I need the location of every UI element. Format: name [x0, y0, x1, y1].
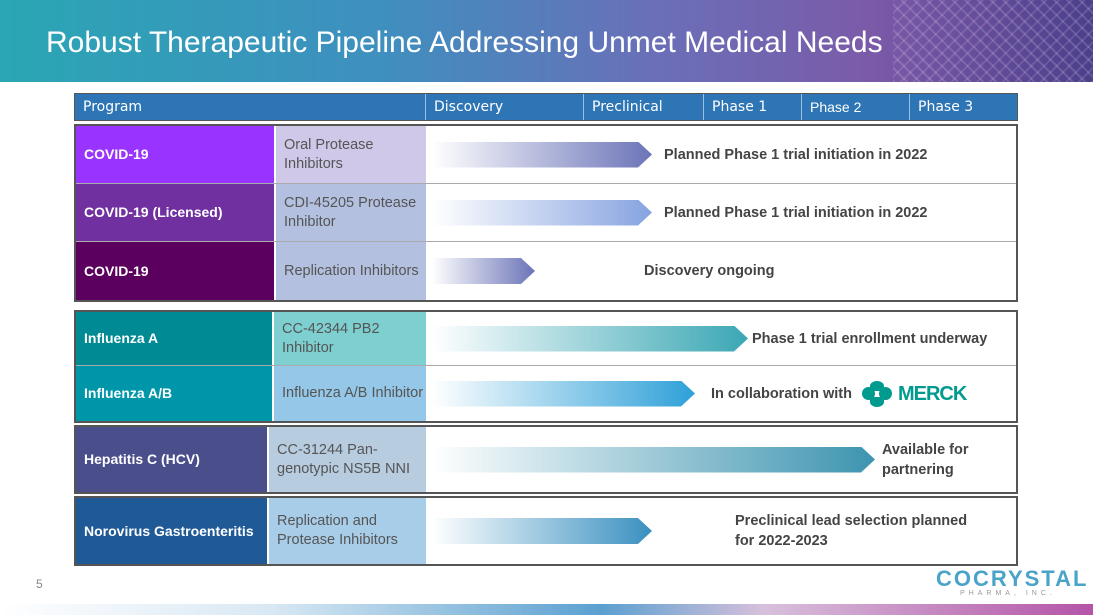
footer-bar — [0, 604, 1093, 615]
pipeline-row: Norovirus Gastroenteritis Replication an… — [76, 498, 1016, 564]
candidate-name: CDI-45205 Protease Inhibitor — [274, 184, 426, 241]
stage-progress-arrow — [432, 447, 875, 473]
status-text: Phase 1 trial enrollment underway — [752, 330, 988, 347]
header-banner — [0, 0, 1093, 82]
status-note: Planned Phase 1 trial initiation in 2022 — [664, 203, 928, 223]
status-text: Discovery ongoing — [644, 263, 775, 279]
status-text: Planned Phase 1 trial initiation in 2022 — [664, 204, 928, 221]
pipeline-row: Influenza A CC-42344 PB2 Inhibitor Phase… — [76, 312, 1016, 366]
candidate-name: Replication Inhibitors — [274, 242, 426, 300]
pipeline-row: COVID-19 (Licensed) CDI-45205 Protease I… — [76, 184, 1016, 242]
program-name: COVID-19 (Licensed) — [76, 184, 274, 241]
program-group: COVID-19 Oral Protease Inhibitors Planne… — [74, 124, 1018, 302]
program-name: Influenza A/B — [76, 366, 272, 421]
status-note: Available for partnering — [882, 440, 1002, 480]
candidate-name: Oral Protease Inhibitors — [274, 126, 426, 183]
stage-progress-arrow — [432, 381, 695, 407]
status-text: Planned Phase 1 trial initiation in 2022 — [664, 146, 928, 163]
program-name: Influenza A — [76, 312, 272, 365]
candidate-name: CC-42344 PB2 Inhibitor — [272, 312, 426, 365]
candidate-name: Influenza A/B Inhibitor — [272, 366, 426, 421]
status-text: Available for partnering — [882, 441, 969, 478]
status-text: In collaboration with — [711, 385, 852, 402]
pipeline-row: COVID-19 Replication Inhibitors Discover… — [76, 242, 1016, 300]
page-title: Robust Therapeutic Pipeline Addressing U… — [46, 26, 883, 59]
program-group: Norovirus Gastroenteritis Replication an… — [74, 496, 1018, 566]
stage-progress-arrow — [432, 142, 652, 168]
col-discovery: Discovery — [425, 94, 583, 120]
status-note: Phase 1 trial enrollment underway — [752, 329, 987, 349]
status-text: Preclinical lead selection planned for 2… — [735, 513, 968, 549]
cocrystal-logo: COCRYSTAL — [936, 566, 1089, 591]
page-number: 5 — [36, 577, 43, 591]
program-name: COVID-19 — [76, 126, 274, 183]
candidate-name: Replication and Protease Inhibitors — [267, 498, 426, 564]
merck-icon — [861, 380, 892, 407]
status-note: Discovery ongoing — [644, 261, 775, 281]
stage-progress-arrow — [432, 326, 748, 352]
candidate-name: CC-31244 Pan-genotypic NS5B NNI — [267, 427, 426, 492]
col-phase2: Phase 2 — [801, 94, 909, 120]
table-header: Program Discovery Preclinical Phase 1 Ph… — [74, 93, 1018, 121]
pipeline-row: Hepatitis C (HCV) CC-31244 Pan-genotypic… — [76, 427, 1016, 492]
program-name: COVID-19 — [76, 242, 274, 300]
program-group: Hepatitis C (HCV) CC-31244 Pan-genotypic… — [74, 425, 1018, 494]
program-name: Norovirus Gastroenteritis — [76, 498, 267, 564]
logo-subtitle: PHARMA, INC. — [960, 590, 1056, 597]
col-phase3: Phase 3 — [909, 94, 1017, 120]
stage-progress-arrow — [432, 518, 652, 544]
merck-logo: MERCK — [861, 380, 967, 407]
stage-progress-arrow — [432, 200, 652, 226]
program-group: Influenza A CC-42344 PB2 Inhibitor Phase… — [74, 310, 1018, 423]
status-note: Planned Phase 1 trial initiation in 2022 — [664, 145, 928, 165]
status-note: Preclinical lead selection planned for 2… — [735, 511, 975, 551]
pipeline-row: Influenza A/B Influenza A/B Inhibitor In… — [76, 366, 1016, 421]
status-note: In collaboration with MERCK — [711, 380, 967, 407]
pipeline-row: COVID-19 Oral Protease Inhibitors Planne… — [76, 126, 1016, 184]
stage-progress-arrow — [432, 258, 535, 284]
col-phase1: Phase 1 — [703, 94, 801, 120]
program-name: Hepatitis C (HCV) — [76, 427, 267, 492]
col-preclinical: Preclinical — [583, 94, 703, 120]
col-program: Program — [83, 99, 143, 115]
